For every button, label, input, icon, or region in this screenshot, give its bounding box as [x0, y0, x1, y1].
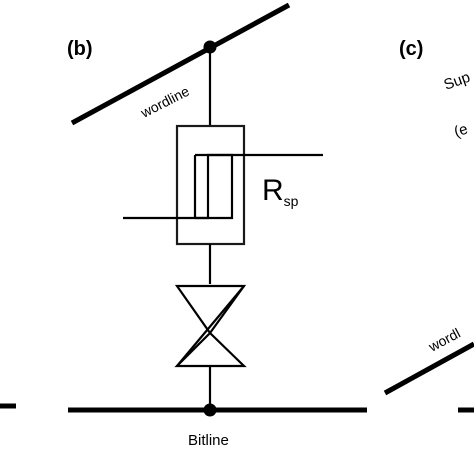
- wordline: [70, 2, 291, 126]
- panel-c-label: (c): [399, 38, 423, 60]
- bitline-junction-dot: [203, 403, 217, 417]
- resistor-inner-outline: [193, 153, 234, 220]
- resistor-label: Rsp: [262, 174, 299, 209]
- panel-c-wordline: [383, 341, 474, 396]
- wordline-label: wordline: [137, 83, 192, 121]
- selector-diagonal: [176, 285, 245, 367]
- resistor-box: [175, 124, 246, 246]
- panel-b-label: (b): [67, 38, 93, 60]
- bitline-label: Bitline: [188, 432, 229, 449]
- resistor-switching-symbol: [123, 153, 323, 220]
- panel-c-partial-text-paren: (e: [452, 121, 470, 141]
- panel-c-partial-text-top: Sup: [442, 69, 473, 94]
